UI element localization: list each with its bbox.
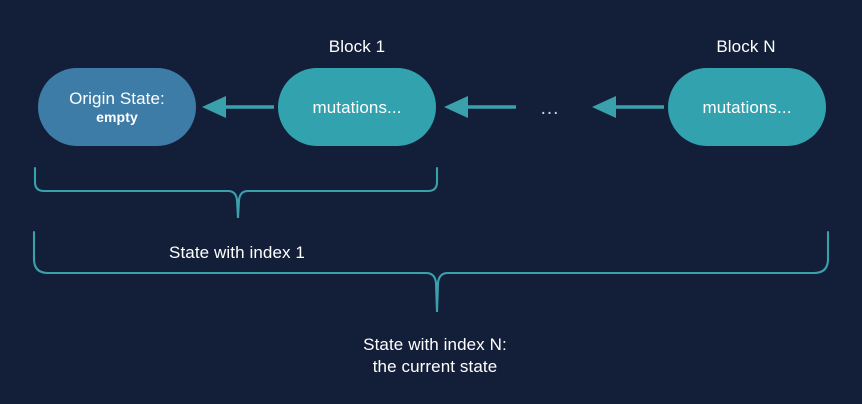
- origin-state-subtitle: empty: [96, 109, 138, 125]
- chain-ellipsis: ...: [540, 98, 560, 119]
- bracket-outer-label-line1: State with index N:: [363, 335, 507, 354]
- block-n-body: mutations...: [702, 97, 792, 117]
- node-block-1[interactable]: mutations...: [278, 68, 436, 146]
- arrow-block1-to-origin: [202, 96, 274, 118]
- arrow-ellipsis-to-block1: [444, 96, 516, 118]
- block-n-caption: Block N: [716, 37, 776, 56]
- bracket-inner-label: State with index 1: [169, 243, 305, 262]
- bracket-outer-label-line2: the current state: [372, 357, 498, 376]
- node-origin-state[interactable]: Origin State: empty: [38, 68, 196, 146]
- bracket-outer-label: State with index N: the current state: [315, 334, 555, 378]
- bracket-inner: [33, 166, 439, 219]
- node-block-n[interactable]: mutations...: [668, 68, 826, 146]
- origin-state-title: Origin State:: [69, 89, 165, 108]
- arrow-blockN-to-ellipsis: [592, 96, 664, 118]
- block-1-caption: Block 1: [328, 37, 386, 56]
- block-1-body: mutations...: [312, 97, 402, 117]
